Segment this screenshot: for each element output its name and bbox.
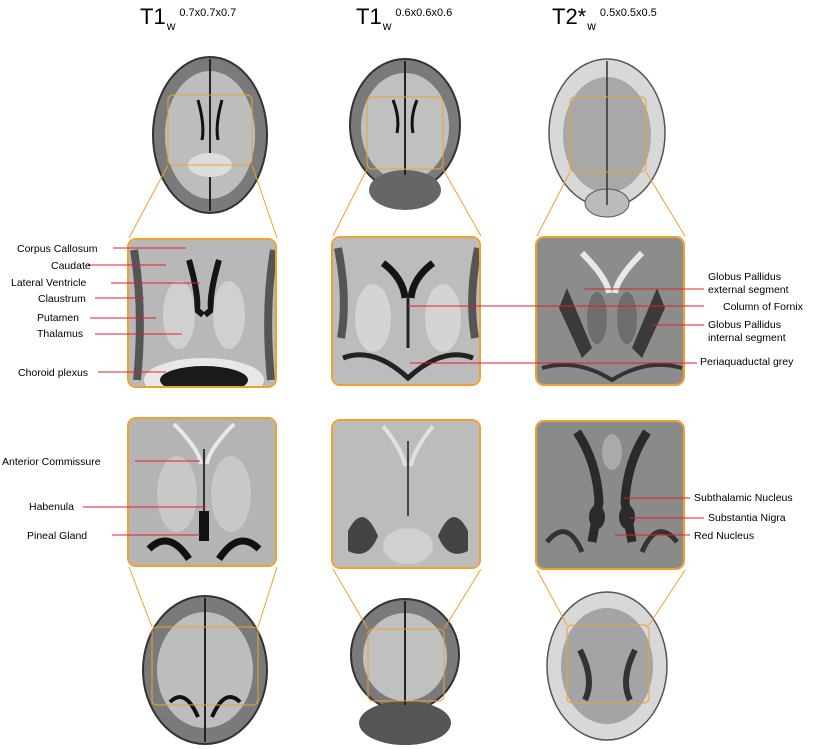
label-pineal-gland: Pineal Gland [27, 530, 88, 542]
header-resolution: 0.7x0.7x0.7 [179, 7, 237, 19]
label-globus-pallidus-int-1: Globus Pallidus [708, 319, 781, 331]
header-sub: w [382, 19, 392, 33]
label-putamen: Putamen [37, 312, 80, 324]
header-resolution: 0.5x0.5x0.5 [599, 7, 657, 19]
label-habenula: Habenula [29, 501, 74, 513]
zoom-t2star-row2 [535, 420, 685, 570]
label-globus-pallidus-ext-1: Globus Pallidus [708, 271, 781, 283]
label-caudate: Caudate [51, 260, 91, 272]
label-subthalamic-nucleus: Subthalamic Nucleus [694, 492, 793, 504]
zoom-t1w07-row2 [127, 417, 277, 567]
label-anterior-commissure: Anterior Commissure [2, 456, 101, 468]
zoom-t2star-row1 [535, 236, 685, 386]
header-t1w-07: T1w0.7x0.7x0.7 [140, 4, 236, 34]
brain-axial-t1w06-top [345, 55, 465, 215]
label-lateral-ventricle: Lateral Ventricle [11, 277, 87, 289]
brain-axial-t2star-top [545, 55, 670, 220]
label-periaquaductal-grey: Periaquaductal grey [700, 356, 794, 368]
zoom-t1w07-row1 [127, 238, 277, 388]
header-base: T2* [552, 4, 587, 29]
header-sub: w [166, 19, 176, 33]
header-base: T1 [140, 4, 166, 29]
label-globus-pallidus-ext-2: external segment [708, 284, 789, 296]
header-resolution: 0.6x0.6x0.6 [395, 7, 453, 19]
header-sub: w [587, 19, 596, 33]
label-choroid-plexus: Choroid plexus [18, 367, 89, 379]
header-t2star-05: T2*w0.5x0.5x0.5 [552, 4, 657, 34]
zoom-t1w06-row1 [331, 236, 481, 386]
label-corpus-callosum: Corpus Callosum [17, 243, 98, 255]
label-thalamus: Thalamus [37, 328, 84, 340]
header-t1w-06: T1w0.6x0.6x0.6 [356, 4, 452, 34]
brain-axial-t1w07-top [150, 55, 270, 215]
label-globus-pallidus-int-2: internal segment [708, 332, 786, 344]
zoom-t1w06-row2 [331, 419, 481, 569]
brain-axial-t1w07-bottom [140, 592, 270, 747]
label-claustrum: Claustrum [38, 293, 86, 305]
label-red-nucleus: Red Nucleus [694, 530, 755, 542]
brain-axial-t2star-bottom [545, 590, 670, 745]
header-base: T1 [356, 4, 382, 29]
label-substantia-nigra: Substantia Nigra [708, 512, 786, 524]
brain-axial-t1w06-bottom [348, 595, 463, 745]
label-column-of-fornix: Column of Fornix [723, 301, 803, 313]
